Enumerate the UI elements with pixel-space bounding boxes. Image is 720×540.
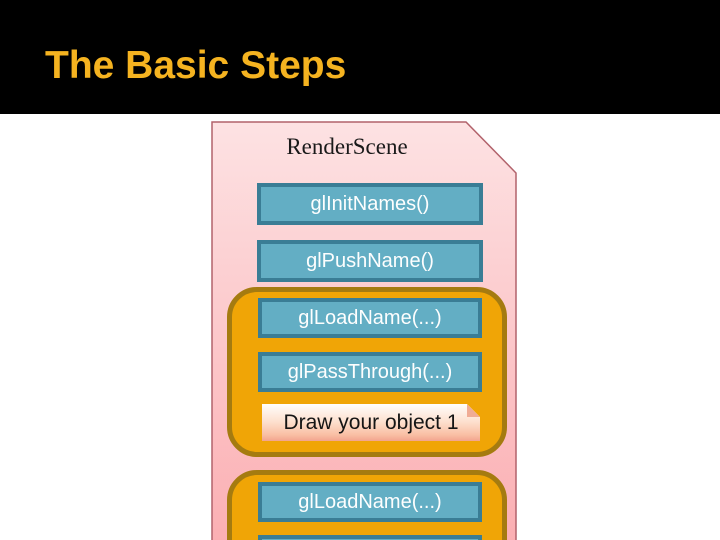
action-draw-object-1-label: Draw your object 1 bbox=[283, 410, 459, 434]
step-glinitnames: glInitNames() bbox=[257, 183, 483, 225]
slide-title: The Basic Steps bbox=[45, 44, 347, 87]
step-glpushname: glPushName() bbox=[257, 240, 483, 282]
action-draw-object-1: Draw your object 1 bbox=[262, 404, 480, 441]
step-partial-clipped bbox=[258, 535, 482, 540]
step-glloadname-1: glLoadName(...) bbox=[258, 298, 482, 338]
step-glpassthrough-1: glPassThrough(...) bbox=[258, 352, 482, 392]
slide-title-band bbox=[0, 0, 720, 114]
renderscene-label: RenderScene bbox=[286, 134, 408, 159]
step-glloadname-2: glLoadName(...) bbox=[258, 482, 482, 522]
